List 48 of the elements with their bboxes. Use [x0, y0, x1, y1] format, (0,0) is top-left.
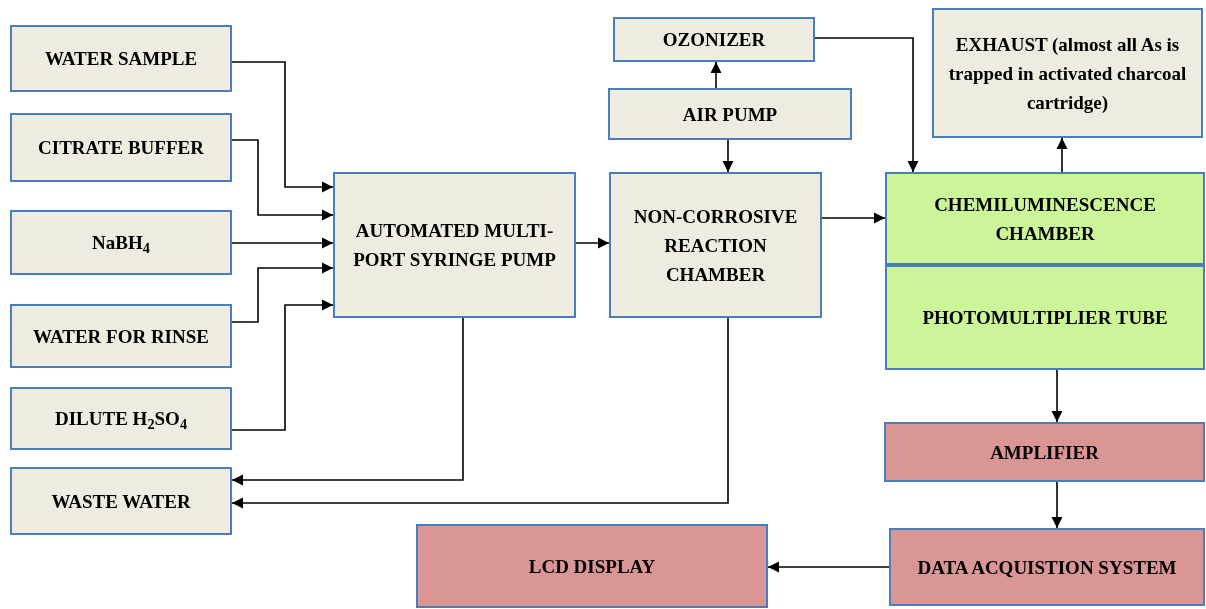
electronics-box [416, 524, 768, 608]
box-label: LCD DISPLAY [528, 554, 656, 579]
process-box [10, 210, 232, 275]
detector-box [885, 265, 1205, 370]
electronics-box [889, 528, 1205, 606]
box-label: OZONIZER [662, 28, 766, 52]
arrow [1051, 369, 1063, 423]
arrow [814, 37, 919, 173]
arrow [1056, 137, 1068, 173]
box-label: EXHAUST (almost all As is trapped in activated charcoal cartridge) [947, 32, 1188, 115]
box-label: NaBH$_{4}$ [92, 231, 150, 257]
arrow [231, 317, 729, 509]
process-box [609, 172, 822, 318]
process-box [613, 17, 815, 62]
arrow [710, 61, 722, 89]
detector-box [885, 172, 1205, 265]
arrow [231, 262, 334, 323]
electronics-box [884, 422, 1205, 482]
box-label: CITRATE BUFFER [38, 136, 204, 160]
box-label: PHOTOMULTIPLIER TUBE [922, 306, 1168, 330]
process-box [10, 467, 232, 535]
arrow [231, 61, 334, 193]
arrow [1051, 481, 1063, 529]
process-box [608, 88, 852, 140]
arrow [575, 237, 610, 249]
box-label: WATER FOR RINSE [33, 324, 209, 349]
arrow [821, 212, 886, 224]
box-label: WASTE WATER [51, 489, 191, 514]
box-label: DATA ACQUISTION SYSTEM [917, 555, 1177, 580]
arrow [767, 561, 890, 573]
process-box [932, 8, 1203, 138]
box-label: CHEMILUMINESCENCE CHAMBER [933, 192, 1157, 246]
process-box [333, 172, 576, 318]
process-box [10, 25, 232, 92]
box-label: WATER SAMPLE [44, 47, 198, 71]
box-label: AUTOMATED MULTI-PORT SYRINGE PUMP [352, 219, 557, 272]
arrow [722, 139, 734, 173]
process-box [10, 113, 232, 182]
arrow [231, 139, 334, 221]
process-box [10, 304, 232, 368]
arrow [231, 299, 334, 431]
box-label: DILUTE H$_{2}$SO$_{4}$ [55, 407, 187, 433]
arrow [231, 237, 334, 249]
box-label: AIR PUMP [682, 102, 778, 127]
box-label: AMPLIFIER [990, 440, 1099, 465]
box-label: NON-CORROSIVE REACTION CHAMBER [632, 204, 799, 287]
process-box [10, 387, 232, 450]
arrow [231, 317, 464, 486]
